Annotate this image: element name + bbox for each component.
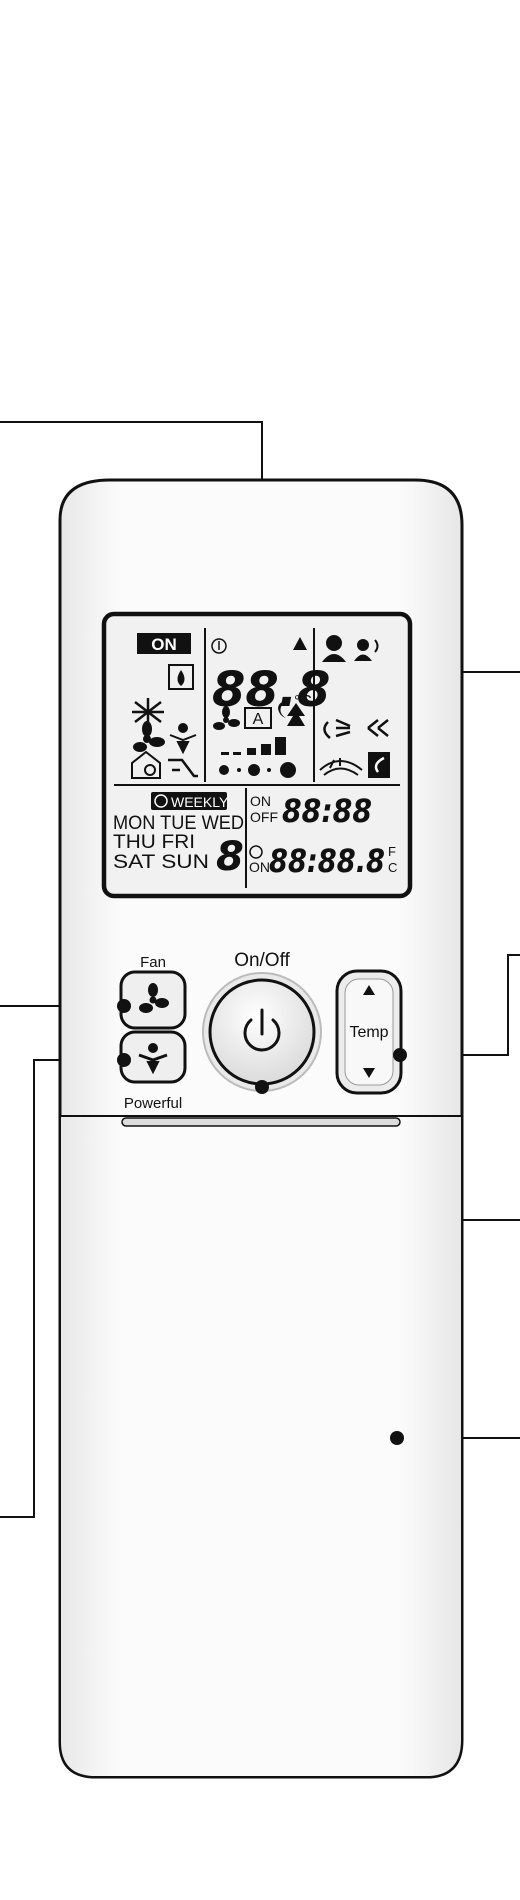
night-moon-icon: [278, 702, 286, 718]
weekly-badge-bg: [151, 792, 227, 810]
callout-dot-fan: [117, 999, 131, 1013]
callout-line-top: [0, 421, 263, 480]
powerful-label: Powerful: [124, 1095, 182, 1112]
on-badge-bg: [137, 633, 191, 654]
timer-bottom: 88:88.8: [269, 842, 385, 880]
callout-dot-temp: [393, 1048, 407, 1062]
fan-speed-bars: [219, 737, 296, 778]
temp-unit: °C: [294, 693, 312, 710]
day-digit: 8: [216, 834, 244, 880]
arrow-up-icon[interactable]: [363, 985, 375, 995]
fan-small-icon: [213, 706, 240, 730]
days-row-1: MON TUE WED: [113, 813, 244, 834]
on-badge: ON: [151, 635, 177, 654]
clock-icon: [154, 794, 168, 808]
tree-icon: [287, 703, 305, 726]
temp-label: Temp: [349, 1024, 388, 1041]
callout-dot-cover: [390, 1431, 404, 1445]
triangle-indicator-icon: [293, 637, 307, 650]
days-row-2: THU FRI: [113, 832, 195, 853]
fan-mode-letter: A: [253, 711, 264, 728]
swing-louver-icon: [319, 758, 363, 776]
person-sensor-icon: [322, 635, 346, 662]
unit-c: C: [388, 860, 397, 875]
person-wave-icon: [354, 639, 379, 661]
powerful-button[interactable]: [119, 1030, 187, 1084]
thermometer-icon: [211, 638, 227, 654]
timer-top: 88:88: [282, 792, 372, 830]
unit-f: F: [388, 844, 396, 859]
remote-cover[interactable]: [59, 1115, 463, 1778]
powerful-icon: [169, 723, 197, 755]
temp-button-inner: [344, 978, 394, 1086]
days-row-3: SAT SUN: [113, 852, 209, 873]
house-eco-icon: [131, 750, 161, 779]
callout-dot-onoff: [255, 1080, 269, 1094]
arrow-down-icon[interactable]: [363, 1068, 375, 1078]
callout-dot-powerful: [117, 1053, 131, 1067]
comfort-icon: [368, 752, 390, 778]
onoff-label: On/Off: [234, 950, 290, 971]
fan-label: Fan: [140, 954, 166, 971]
powerful-button-icon: [138, 1043, 168, 1075]
cover-slot: [121, 1117, 401, 1127]
timer-on-label: ON: [250, 793, 271, 809]
timer-off-label: OFF: [250, 809, 278, 825]
weekly-label: WEEKLY: [171, 794, 229, 810]
fan-button-icon: [139, 983, 169, 1013]
droplet-icon: [168, 664, 194, 690]
lcd-dividers: [114, 628, 400, 888]
callout-dots: [117, 999, 407, 1445]
fan-icon: [133, 721, 165, 752]
power-icon: [243, 1008, 281, 1052]
swing-icon: [168, 758, 198, 778]
timer-clock-icon: [249, 845, 263, 859]
airflow-icon: [323, 718, 389, 739]
fan-mode-box: [244, 707, 272, 729]
timer-bottom-on-label: ON: [249, 859, 270, 875]
